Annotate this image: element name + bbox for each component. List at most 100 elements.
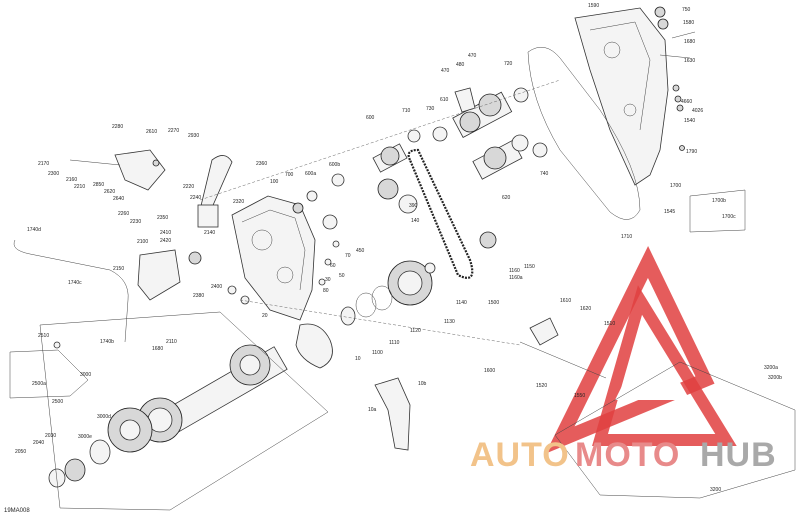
main-housing — [231, 195, 338, 321]
label-470: 470 — [468, 53, 477, 59]
label-3000e: 3000e — [78, 434, 92, 440]
label-1680b: 1680 — [152, 346, 163, 352]
output-shaft-assembly — [48, 341, 288, 488]
label-730: 730 — [426, 106, 435, 112]
cover-gasket — [527, 46, 641, 220]
label-3200a: 3200a — [764, 365, 778, 371]
label-10b: 10b — [418, 381, 427, 387]
label-2300: 2300 — [48, 171, 59, 177]
label-2410: 2410 — [160, 230, 171, 236]
part-labels: 1590 750 1580 1680 1630 470 480 470 720 … — [15, 3, 782, 493]
label-1580: 1580 — [683, 20, 694, 26]
label-600: 600 — [366, 115, 375, 121]
label-1130: 1130 — [444, 319, 455, 325]
label-100: 100 — [270, 179, 279, 185]
shift-linkage — [69, 149, 250, 305]
label-4026: 4026 — [692, 108, 703, 114]
label-2030: 2030 — [45, 433, 56, 439]
axis-line — [199, 79, 561, 201]
label-1700b: 1700b — [712, 198, 726, 204]
group-frame-3000 — [39, 311, 329, 511]
watermark-part1: AUTO — [470, 436, 570, 474]
label-600a: 600a — [305, 171, 316, 177]
label-10a: 10a — [368, 407, 377, 413]
label-2500: 2500 — [52, 399, 63, 405]
label-460: 470 — [441, 68, 450, 74]
label-2610: 2610 — [146, 129, 157, 135]
drive-chain — [407, 148, 474, 279]
label-2360: 2360 — [256, 161, 267, 167]
label-2220: 2220 — [183, 184, 194, 190]
label-2230: 2230 — [130, 219, 141, 225]
label-1100: 1100 — [372, 350, 383, 356]
label-1540: 1540 — [684, 118, 695, 124]
label-2280: 2280 — [112, 124, 123, 130]
label-140: 140 — [411, 218, 420, 224]
label-10: 10 — [355, 356, 361, 362]
label-1545: 1545 — [664, 209, 675, 215]
rear-housing-cover — [574, 6, 696, 186]
label-2850: 2850 — [93, 182, 104, 188]
label-60: 60 — [330, 263, 336, 269]
label-3000d: 3000d — [97, 414, 111, 420]
label-1610: 1610 — [560, 298, 571, 304]
label-2380: 2380 — [193, 293, 204, 299]
lower-gear-assembly — [295, 231, 497, 369]
label-700: 700 — [285, 172, 294, 178]
label-3000: 3000 — [80, 372, 91, 378]
label-710: 710 — [402, 108, 411, 114]
label-390: 390 — [409, 203, 418, 209]
label-620: 620 — [502, 195, 511, 201]
watermark-part3: HUB — [700, 436, 777, 474]
label-610: 610 — [440, 97, 449, 103]
axis-line-2 — [239, 299, 521, 346]
label-2170: 2170 — [38, 161, 49, 167]
label-2500a: 2500a — [32, 381, 46, 387]
label-1600: 1600 — [484, 368, 495, 374]
label-1510: 1510 — [604, 321, 615, 327]
shift-lever — [529, 317, 559, 346]
label-2350: 2350 — [157, 215, 168, 221]
watermark-part2: MOTO — [575, 436, 680, 474]
label-720: 720 — [504, 61, 513, 67]
label-480: 480 — [456, 62, 465, 68]
label-20: 20 — [262, 313, 268, 319]
label-80: 80 — [323, 288, 329, 294]
label-2160: 2160 — [66, 177, 77, 183]
label-2110: 2110 — [166, 339, 177, 345]
label-1550: 1550 — [574, 393, 585, 399]
label-740: 740 — [540, 171, 549, 177]
label-1790: 1790 — [686, 149, 697, 155]
label-1160: 1160 — [509, 268, 520, 274]
label-750: 750 — [682, 7, 691, 13]
label-1590: 1590 — [588, 3, 599, 9]
label-1740b: 1740b — [100, 339, 114, 345]
label-2140: 2140 — [204, 230, 215, 236]
label-1680: 1680 — [684, 39, 695, 45]
label-70: 70 — [345, 253, 351, 259]
label-2400: 2400 — [211, 284, 222, 290]
label-1740c: 1740c — [68, 280, 82, 286]
label-3200: 3200 — [710, 487, 721, 493]
cable — [13, 239, 129, 343]
label-1700c: 1700c — [722, 214, 736, 220]
diagram-code: 19MA008 — [4, 508, 30, 514]
label-2420: 2420 — [160, 238, 171, 244]
label-4660: 4660 — [681, 99, 692, 105]
label-1150: 1150 — [524, 264, 535, 270]
label-1620: 1620 — [580, 306, 591, 312]
label-3200b: 3200b — [768, 375, 782, 381]
label-2640: 2640 — [113, 196, 124, 202]
label-1520: 1520 — [536, 383, 547, 389]
label-1160a: 1160a — [509, 275, 523, 281]
label-2510: 2510 — [38, 333, 49, 339]
group-frame-2500 — [9, 349, 89, 399]
label-2620: 2620 — [104, 189, 115, 195]
label-1630: 1630 — [684, 58, 695, 64]
label-2100: 2100 — [137, 239, 148, 245]
watermark-logo — [545, 246, 737, 454]
label-30: 30 — [325, 277, 331, 283]
label-2930: 2930 — [188, 133, 199, 139]
